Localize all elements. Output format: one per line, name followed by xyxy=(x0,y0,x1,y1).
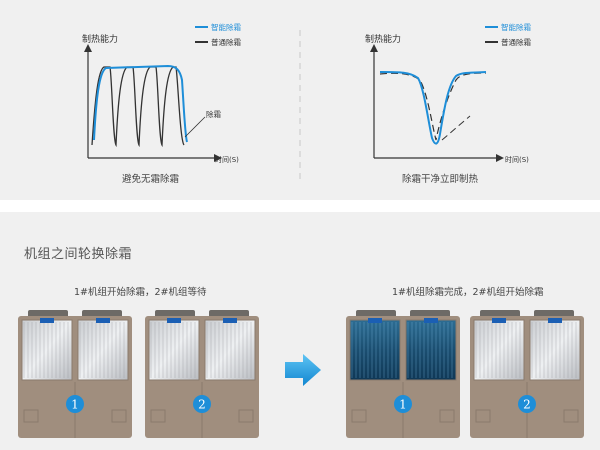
unit-number-badge xyxy=(518,395,536,413)
normal-defrost-curve xyxy=(91,66,185,148)
section-title: 机组之间轮换除霜 xyxy=(24,247,133,262)
legend-smart-label: 智能除霜 xyxy=(211,22,241,32)
unit-number-badge xyxy=(394,395,412,413)
right-status-caption: 1#机组除霜完成，2#机组开始除霜 xyxy=(392,287,544,298)
x-axis-arrow xyxy=(496,154,504,162)
chart1-caption: 避免无霜除霜 xyxy=(122,174,180,185)
chart-avoid-frostless-defrost: 制热能力 时间(S) 智能除霜 普通除霜 除霜 xyxy=(82,22,241,164)
annotation-defrost: 除霜 xyxy=(206,109,221,119)
divider xyxy=(299,30,301,180)
smart-defrost-curve xyxy=(93,64,188,143)
x-axis-arrow xyxy=(214,154,222,162)
unit-number: 2 xyxy=(523,398,531,412)
coil-right xyxy=(405,319,457,381)
brand-badge xyxy=(96,318,110,323)
unit-number: 2 xyxy=(198,398,206,412)
brand-badge xyxy=(368,318,382,323)
smart-defrost-curve xyxy=(379,71,487,145)
coil-right xyxy=(204,319,256,381)
y-axis-arrow xyxy=(370,44,378,52)
annotation-leader xyxy=(184,116,206,138)
normal-defrost-tail xyxy=(441,115,471,141)
brand-badge xyxy=(424,318,438,323)
coil-left xyxy=(148,319,200,381)
brand-badge xyxy=(223,318,237,323)
unit-number: 1 xyxy=(399,398,407,412)
chart-clean-defrost-instant-heat: 制热能力 时间(S) 智能除霜 普通除霜 xyxy=(365,22,531,164)
chart2-caption: 除霜干净立即制热 xyxy=(402,174,479,185)
unit-number-badge xyxy=(193,395,211,413)
brand-badge xyxy=(167,318,181,323)
legend-normal-label: 普通除霜 xyxy=(501,37,531,47)
y-axis-arrow xyxy=(84,44,92,52)
arrow-right-icon xyxy=(285,354,321,386)
normal-defrost-curve xyxy=(379,72,487,141)
x-axis-label: 时间(S) xyxy=(505,155,529,164)
unit-number-badge xyxy=(66,395,84,413)
unit-number: 1 xyxy=(71,398,79,412)
left-status-caption: 1#机组开始除霜，2#机组等待 xyxy=(74,287,207,298)
outdoor-unit-right-1: 1 xyxy=(346,310,460,438)
y-axis-label: 制热能力 xyxy=(82,33,118,45)
legend-normal-label: 普通除霜 xyxy=(211,37,241,47)
outdoor-unit-left-2: 2 xyxy=(145,310,259,438)
outdoor-unit-left-1: 1 xyxy=(18,310,132,438)
brand-badge xyxy=(548,318,562,323)
brand-badge xyxy=(40,318,54,323)
brand-badge xyxy=(492,318,506,323)
y-axis-label: 制热能力 xyxy=(365,33,401,45)
coil-left xyxy=(349,319,401,381)
outdoor-unit-right-2: 2 xyxy=(470,310,584,438)
x-axis-label: 时间(S) xyxy=(215,155,239,164)
legend-smart-label: 智能除霜 xyxy=(501,22,531,32)
